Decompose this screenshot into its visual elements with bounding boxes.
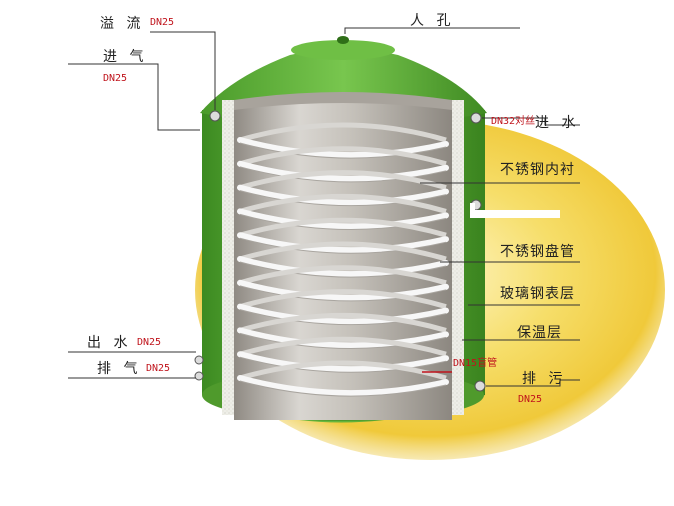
coil-turn-front <box>237 351 449 373</box>
spec-water-in: DN32对丝 <box>491 116 536 127</box>
spec-air-in: DN25 <box>103 73 128 84</box>
spec-drain: DN25 <box>518 394 543 405</box>
coil-turn-shadow <box>239 332 447 349</box>
coil-turn-shadow <box>239 213 447 230</box>
coil-turn-front <box>237 327 449 349</box>
coil-turn-front <box>237 279 449 301</box>
coil-turn-back <box>239 336 447 357</box>
coil-turn-back <box>239 289 447 310</box>
spec-exhaust: DN25 <box>146 363 171 374</box>
coil-turn-shadow <box>239 285 447 302</box>
coil-turn-back <box>239 146 447 167</box>
spec-water-out: DN25 <box>137 337 162 348</box>
coil-turn-front <box>237 208 449 230</box>
coil-turn-back <box>239 217 447 238</box>
coil-turn-back <box>239 170 447 191</box>
edge-mark <box>470 210 560 218</box>
coil-turn-back <box>239 193 447 214</box>
label-manhole: 人 孔 <box>410 13 455 29</box>
coil-turn-back <box>239 122 447 143</box>
spec-sensor: DN15盲管 <box>453 358 498 369</box>
stainless-coil <box>237 122 449 397</box>
label-stainless-coil: 不锈钢盘管 <box>500 244 575 260</box>
fittings <box>194 110 486 392</box>
coil-turn-shadow <box>239 261 447 278</box>
coil-turn-front <box>237 303 449 325</box>
coil-turn-shadow <box>239 237 447 254</box>
coil-turn-front <box>237 232 449 254</box>
coil-turn-shadow <box>239 380 447 397</box>
coil-turn-back <box>239 241 447 262</box>
label-air-in: 进 气 <box>103 49 148 65</box>
label-water-out: 出 水 <box>87 335 132 351</box>
label-water-in: 进 水 <box>535 115 580 131</box>
coil-turn-shadow <box>239 166 447 183</box>
spec-overflow: DN25 <box>150 17 175 28</box>
coil-turn-front <box>237 256 449 278</box>
coil-turn-front <box>237 184 449 206</box>
coil-turn-back <box>239 360 447 381</box>
label-stainless-liner: 不锈钢内衬 <box>500 162 575 178</box>
label-insulation: 保温层 <box>517 325 562 341</box>
coil-turn-shadow <box>239 356 447 373</box>
coil-turn-front <box>237 375 449 397</box>
label-overflow: 溢 流 <box>100 16 145 32</box>
coil-turn-front <box>237 137 449 159</box>
coil-turn-shadow <box>239 190 447 207</box>
label-drain: 排 污 <box>522 371 567 387</box>
coil-turn-shadow <box>239 309 447 326</box>
coil-turn-back <box>239 265 447 286</box>
label-frp-surface: 玻璃钢表层 <box>500 286 575 302</box>
label-exhaust: 排 气 <box>97 361 142 377</box>
coil-turn-shadow <box>239 142 447 159</box>
leader-lines <box>68 27 580 387</box>
edge-mark <box>470 203 475 217</box>
coil-turn-back <box>239 312 447 333</box>
coil-turn-front <box>237 160 449 182</box>
